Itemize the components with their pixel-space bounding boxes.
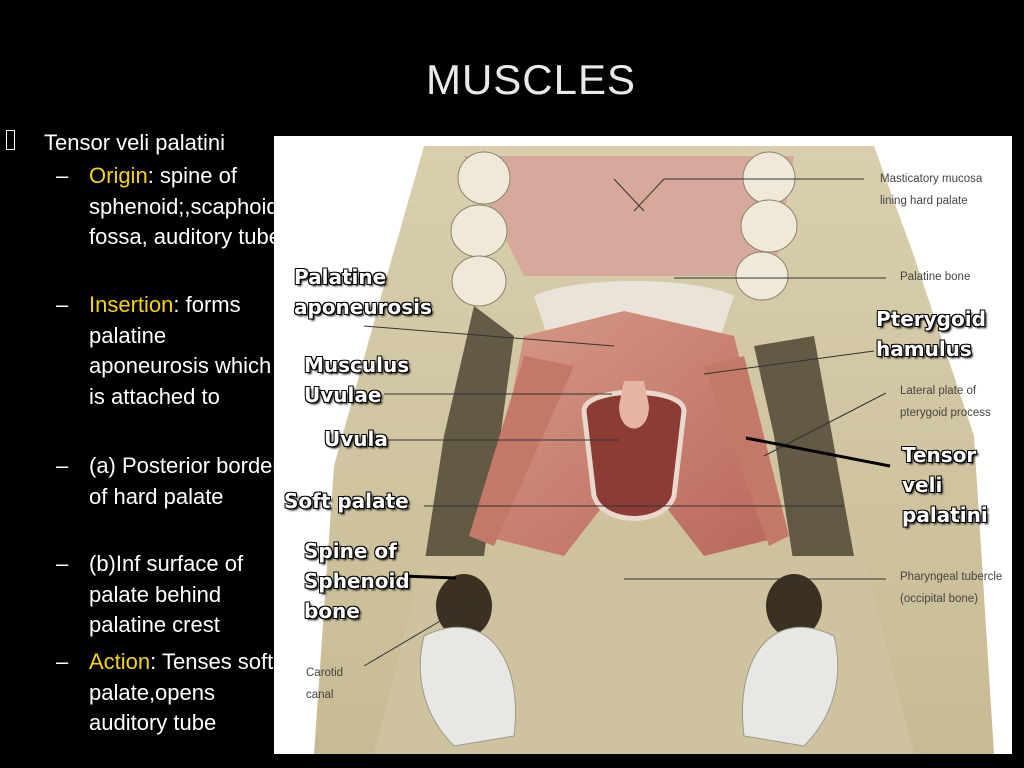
- dash: –: [56, 292, 69, 317]
- label-palatine-bone: Palatine bone: [900, 271, 971, 283]
- sub-bullet-text: Insertion: forms palatine aponeurosis wh…: [89, 290, 289, 412]
- teeth-left: [450, 151, 511, 307]
- hard-palate: [464, 156, 794, 276]
- sub-bullet-text: (a) Posterior border of hard palate: [89, 453, 280, 509]
- label-masticatory-mucosa: Masticatory mucosa lining hard palate: [880, 173, 983, 207]
- emphasis-lines: [401, 436, 891, 580]
- slide-title: MUSCLES: [425, 56, 637, 103]
- label-soft-palate: Soft palate: [284, 489, 409, 513]
- sub-bullet-text: Origin: spine of sphenoid;,scaphoid foss…: [89, 161, 289, 253]
- pharynx-opening: [581, 389, 687, 521]
- condyle-right: [742, 626, 839, 747]
- label-pterygoid-hamulus: Pterygoid hamulus: [876, 307, 986, 361]
- dash: –: [56, 453, 69, 478]
- highlight-term: Action: [89, 649, 151, 674]
- highlight-term: Origin: [89, 163, 148, 188]
- dash: –: [56, 551, 69, 576]
- uvula-shape: [619, 381, 649, 429]
- label-pharyngeal-tubercle: Pharyngeal tubercle (occipital bone): [900, 571, 1003, 605]
- label-carotid-canal: Carotid canal: [306, 667, 344, 701]
- main-bullet-text: Tensor veli palatini: [44, 130, 225, 155]
- dash: –: [56, 163, 69, 188]
- label-tensor-veli-palatini: Tensor veli palatini: [902, 443, 988, 527]
- rest-text: : spine of sphenoid;,scaphoid fossa, aud…: [89, 163, 282, 249]
- leader-lines: [363, 178, 887, 667]
- foramen-right: [766, 574, 822, 638]
- tensor-left: [469, 356, 574, 546]
- bullet-glyph-icon: [6, 130, 15, 150]
- tensor-right: [704, 356, 789, 546]
- rest-text: : forms palatine aponeurosis which is at…: [89, 292, 272, 409]
- foramen-left: [436, 574, 492, 638]
- label-spine-of-sphenoid: Spine of Sphenoid bone: [304, 539, 410, 623]
- label-palatine-aponeurosis: Palatine aponeurosis: [294, 265, 432, 319]
- label-lateral-plate: Lateral plate of pterygoid process: [900, 385, 991, 419]
- sub-bullet-text: Action: Tenses soft palate,opens auditor…: [89, 647, 289, 739]
- teeth-right: [735, 151, 798, 301]
- sub-bullet-text: (b)Inf surface of palate behind palatine…: [89, 551, 244, 637]
- dash: –: [56, 649, 69, 674]
- highlight-term: Insertion: [89, 292, 174, 317]
- label-uvula: Uvula: [324, 427, 388, 451]
- anatomy-figure: Masticatory mucosa lining hard palate Pa…: [274, 136, 1012, 754]
- condyle-left: [419, 626, 516, 747]
- rest-text: : Tenses soft palate,opens auditory tube: [89, 649, 274, 735]
- dark-recess-right: [754, 336, 854, 566]
- palate-illustration: [314, 146, 994, 754]
- label-musculus-uvulae: Musculus Uvulae: [304, 353, 410, 407]
